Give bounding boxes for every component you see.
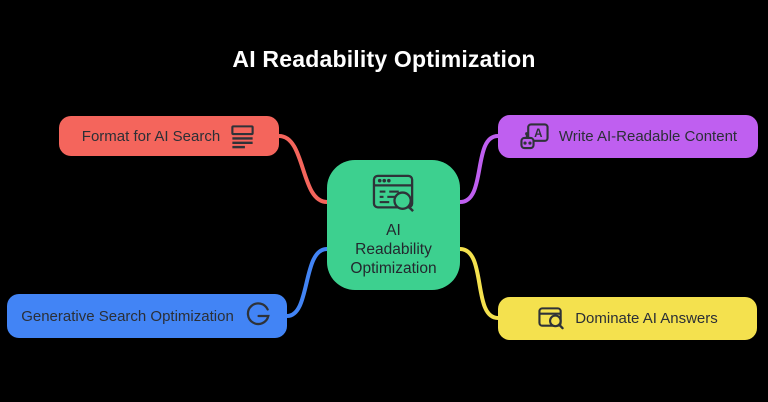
node-dominate-ai-answers[interactable]: Dominate AI Answers [498, 297, 757, 340]
browser-magnifier-icon [538, 307, 564, 330]
center-label-line-1: AI [386, 221, 401, 239]
edge-purple [458, 134, 500, 204]
g-monogram-icon [246, 302, 270, 326]
center-node-ai-readability[interactable]: AI Readability Optimization [327, 160, 460, 290]
page-title: AI Readability Optimization [232, 46, 536, 72]
node-label: Format for AI Search [81, 127, 221, 145]
center-label-line-3: Optimization [350, 259, 437, 277]
node-generative-search-optimization[interactable]: Generative Search Optimization [7, 294, 287, 338]
edge-yellow [458, 247, 500, 320]
svg-text:A: A [534, 127, 543, 140]
article-lines-icon [231, 124, 254, 148]
node-label: Write AI-Readable Content [558, 128, 738, 145]
node-label: Generative Search Optimization [21, 307, 234, 325]
node-format-for-ai-search[interactable]: Format for AI Search [59, 116, 279, 156]
center-label-line-2: Readability [355, 240, 432, 258]
edge-red [277, 134, 329, 204]
center-node-label: AI Readability Optimization [350, 221, 436, 278]
node-label: Dominate AI Answers [575, 310, 718, 327]
ai-robot-letter-icon: A [520, 123, 549, 150]
browser-search-icon [372, 174, 414, 212]
edge-blue [285, 247, 329, 318]
node-write-ai-readable-content[interactable]: A Write AI-Readable Content [498, 115, 758, 158]
